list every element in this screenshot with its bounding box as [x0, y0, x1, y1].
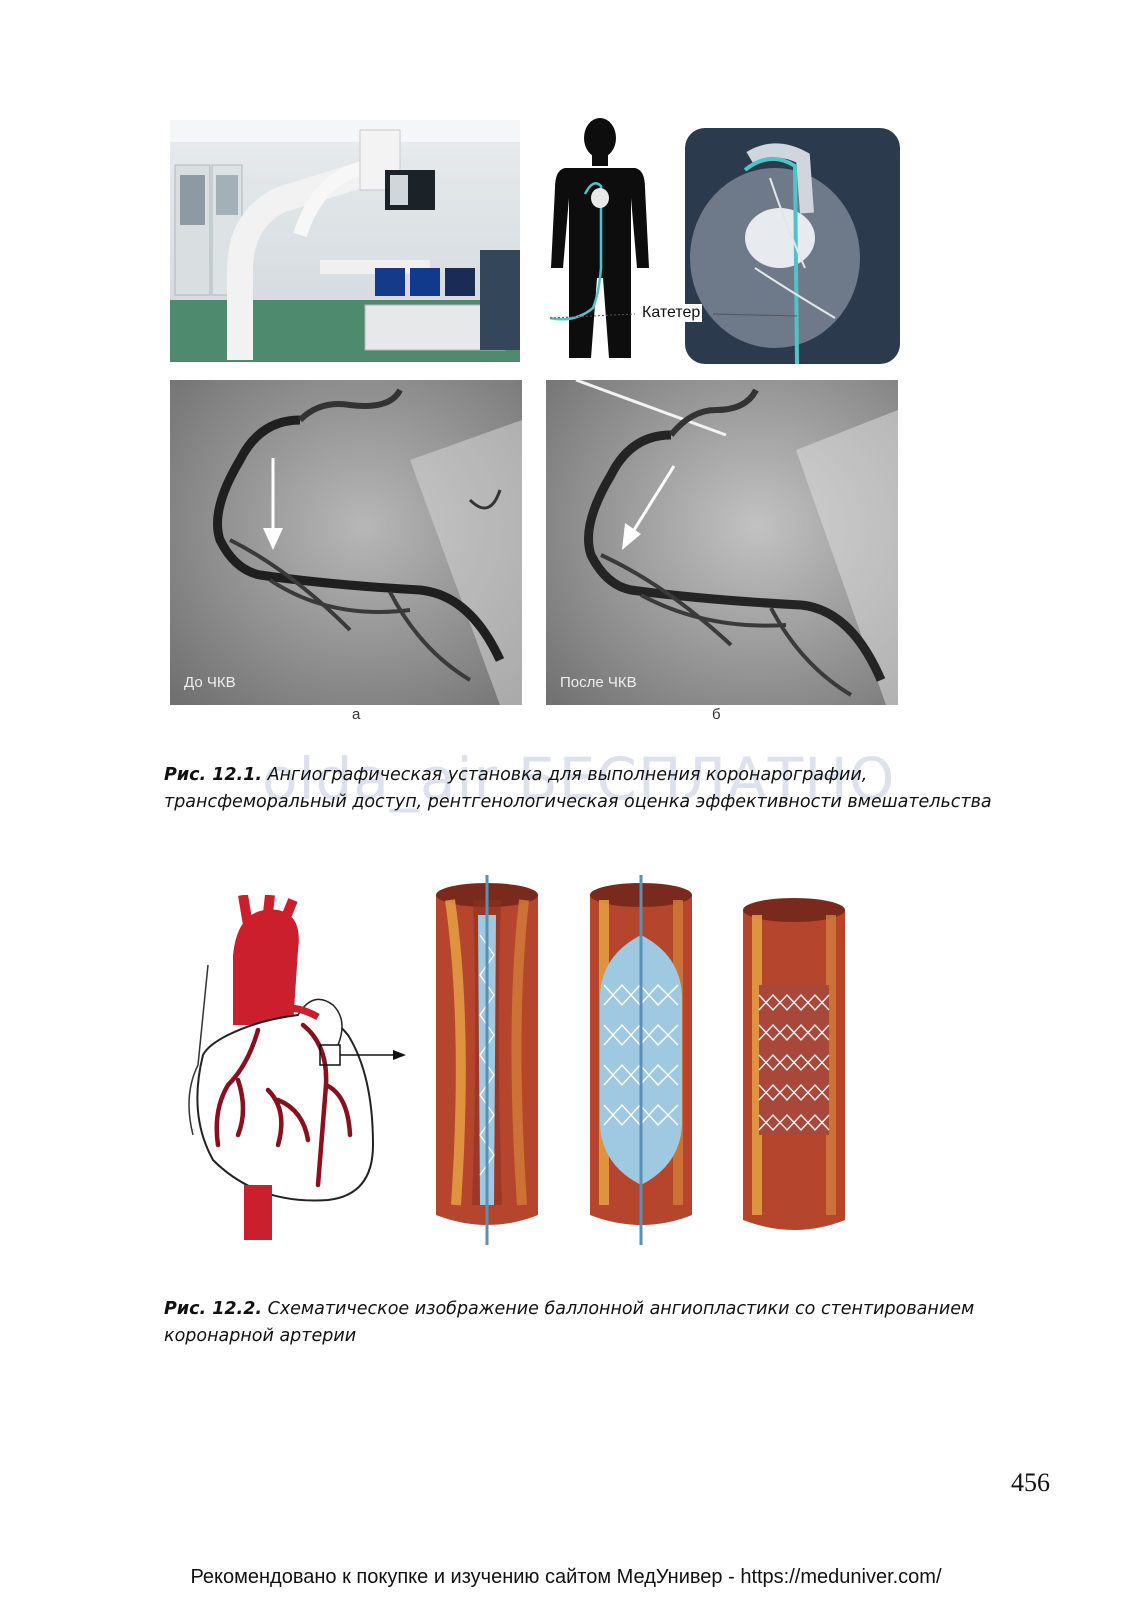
figure-12-1-caption: Рис. 12.1. Ангиографическая установка дл… [164, 762, 1044, 816]
figure-12-2-text: Схематическое изображение баллонной анги… [164, 1299, 975, 1346]
label-after-pci: После ЧКВ [560, 674, 637, 691]
figure-12-2-caption: Рис. 12.2. Схематическое изображение бал… [164, 1296, 1044, 1350]
xray-after-pci: После ЧКВ [546, 380, 898, 705]
xray-before-pci: До ЧКВ [170, 380, 522, 705]
vessel-catheter-inserted [428, 875, 546, 1245]
angiography-suite-photo [170, 120, 520, 362]
footer-recommendation: Рекомендовано к покупке и изучению сайто… [190, 1566, 942, 1588]
page-number: 456 [1011, 1468, 1050, 1497]
sublabel-a: а [352, 706, 361, 723]
catheter-access-diagram: Катетер [545, 118, 900, 364]
heart-illustration [178, 895, 418, 1240]
figure-12-1-text: Ангиографическая установка для выполнени… [164, 765, 992, 812]
figure-12-2-number: Рис. 12.2. [164, 1299, 263, 1319]
vessel-balloon-inflated [582, 875, 700, 1245]
watermark: olda_air БЕСПЛАТНО [262, 745, 896, 813]
sublabel-b: б [712, 706, 721, 723]
vessel-stent-deployed [735, 895, 853, 1245]
label-before-pci: До ЧКВ [184, 674, 236, 691]
catheter-label: Катетер [640, 304, 703, 322]
figure-12-1-number: Рис. 12.1. [164, 765, 263, 785]
